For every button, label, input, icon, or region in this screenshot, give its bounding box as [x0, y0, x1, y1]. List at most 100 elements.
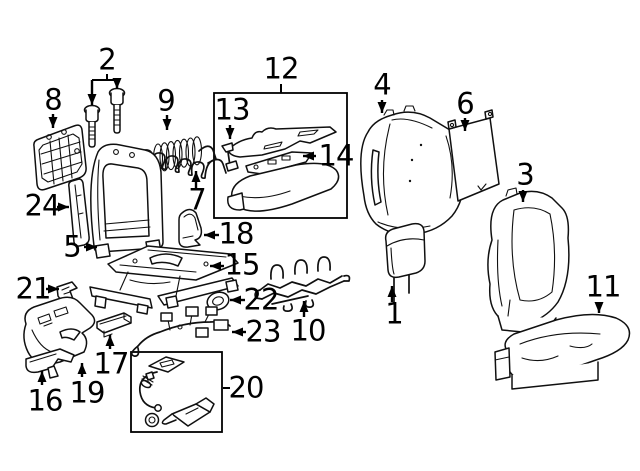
part-heater-element-drawing: [245, 151, 313, 175]
part-cushion-frame-bracket-drawing-shape: [221, 142, 234, 153]
part-adjuster-handle-knob-drawing-shape: [212, 296, 224, 306]
part-buckle-assembly-drawing-shape: [154, 404, 162, 412]
part-side-shield-drawing-shape: [59, 328, 81, 341]
part-lumbar-spring-drawing-shape: [185, 137, 196, 167]
cushion-foam-pad: [227, 162, 340, 212]
part-seat-back-board-drawing-shape: [46, 134, 52, 140]
part-seat-adjuster-track-drawing-shape: [132, 258, 138, 264]
part-buckle-assembly-drawing-shape: [195, 397, 215, 413]
part-cushion-wire-spring-drawing-shape: [259, 275, 343, 291]
part-seat-back-cover-drawing: [487, 187, 570, 335]
part-seat-back-board-drawing: [33, 124, 87, 191]
part-wiring-harness-drawing-shape: [130, 345, 140, 357]
part-front-finish-trim-drawing: [25, 348, 75, 379]
part-buckle-assembly-drawing-shape: [159, 359, 175, 368]
part-cushion-wire-spring-drawing-shape: [261, 280, 345, 300]
part-headrest-drawing-shape: [393, 273, 410, 304]
part-seat-back-cushion-drawing-shape: [377, 118, 453, 229]
part-cushion-wire-spring-drawing-shape: [271, 295, 309, 305]
part-seat-cushion-pad-drawing-shape: [519, 332, 601, 362]
bolt-right-shape: [113, 104, 121, 134]
cushion-foam-pad-shape: [227, 192, 245, 211]
part-side-trim-strip-drawing-shape: [76, 194, 84, 215]
part-seat-back-board-drawing-shape: [74, 148, 80, 154]
part-seat-adjuster-track-drawing-shape: [119, 271, 181, 297]
part-seat-adjuster-track-drawing-shape: [165, 279, 239, 309]
part-buckle-assembly-drawing-shape: [148, 356, 185, 373]
part-cushion-wire-spring-drawing-shape: [254, 274, 351, 300]
part-cushion-wire-spring-drawing-shape: [317, 256, 331, 272]
part-lumbar-spring-drawing-shape: [172, 139, 183, 169]
part-front-finish-trim-drawing-shape: [29, 353, 57, 363]
part-cushion-frame-bracket-drawing-shape: [225, 160, 239, 172]
part-seat-back-frame-drawing-shape: [94, 243, 111, 259]
part-lumbar-spring-drawing-shape: [178, 138, 190, 168]
part-front-finish-trim-drawing-shape: [25, 348, 75, 374]
part-seat-back-finish-panel-drawing-shape: [449, 122, 455, 128]
part-seat-back-finish-panel-drawing-shape: [448, 117, 500, 202]
part-seat-cushion-pad-drawing-shape: [511, 361, 599, 390]
part-seat-adjuster-track-drawing-shape: [203, 261, 209, 267]
part-seat-cushion-assembly-drawing: [221, 126, 340, 212]
part-lumbar-spring-drawing-shape: [191, 136, 203, 166]
part-seat-back-frame-drawing-shape: [113, 149, 119, 155]
part-seat-cushion-pad-drawing: [494, 313, 631, 390]
bolt-left-shape: [88, 126, 96, 140]
part-seat-cushion-assembly-drawing-shape: [263, 129, 319, 150]
part-lumbar-spring-drawing-shape: [165, 141, 177, 171]
part-seat-adjuster-track-drawing-shape: [94, 295, 149, 315]
part-seat-back-cushion-drawing-shape: [370, 149, 382, 206]
part-side-trim-strip-drawing-shape: [68, 178, 90, 247]
part-retainer-clip-drawing-shape: [61, 286, 71, 295]
part-buckle-assembly-drawing-shape: [185, 407, 199, 415]
part-seat-back-cover-drawing-shape: [505, 187, 518, 197]
part-headrest-drawing-shape: [390, 247, 395, 275]
part-seat-back-board-drawing-shape: [49, 134, 73, 185]
part-seat-back-cushion-drawing-shape: [410, 158, 414, 162]
part-headrest-drawing: [384, 222, 426, 304]
part-seat-back-finish-panel-drawing-shape: [447, 109, 494, 130]
part-seat-back-cushion-drawing-shape: [408, 179, 412, 183]
bolt-left: [83, 104, 101, 148]
part-lumbar-spring-drawing-shape: [198, 145, 217, 164]
part-seat-back-cushion-drawing-shape: [419, 143, 423, 147]
part-recliner-cover-drawing: [178, 208, 203, 248]
part-cushion-frame-bracket-drawing: [221, 142, 239, 172]
part-wiring-harness-drawing-shape: [160, 306, 229, 338]
part-cushion-wire-spring-drawing: [254, 256, 351, 312]
part-buckle-assembly-drawing-shape: [144, 412, 160, 428]
part-seat-back-frame-drawing-shape: [97, 159, 101, 241]
part-seat-adjuster-track-drawing: [89, 245, 239, 315]
bolt-left-shape: [85, 109, 99, 123]
part-heater-element-drawing-shape: [253, 164, 259, 170]
part-side-rail-trim-drawing-shape: [99, 312, 132, 325]
bolt-right: [108, 87, 126, 134]
part-seat-cushion-pad-drawing-shape: [494, 347, 511, 381]
part-heater-element-drawing-shape: [267, 155, 291, 165]
part-mounting-bolts-drawing: [83, 87, 126, 148]
part-side-shield-drawing-shape: [37, 306, 69, 325]
part-buckle-assembly-drawing-shape: [141, 375, 154, 386]
callout-leaders: [37, 74, 604, 389]
part-cushion-wire-spring-drawing-shape: [282, 299, 315, 312]
part-wiring-harness-drawing: [130, 306, 231, 357]
part-seat-back-cover-drawing-shape: [496, 239, 503, 307]
part-headrest-drawing-shape: [386, 238, 425, 247]
bolt-right-shape: [113, 109, 121, 126]
part-recliner-cover-drawing-shape: [182, 235, 194, 239]
part-buckle-assembly-drawing: [138, 356, 215, 428]
part-adjuster-handle-knob-drawing-shape: [206, 291, 230, 311]
part-seat-back-board-drawing-shape: [38, 133, 83, 183]
part-front-finish-trim-drawing-shape: [47, 365, 59, 379]
part-side-rail-trim-drawing: [96, 312, 132, 338]
part-seat-back-cover-drawing-shape: [511, 207, 556, 302]
part-heater-element-drawing-shape: [245, 151, 313, 175]
part-wiring-harness-drawing-shape: [177, 324, 183, 330]
part-cushion-wire-spring-drawing-shape: [294, 259, 308, 275]
part-cushion-wire-spring-drawing-shape: [270, 264, 284, 280]
part-headrest-drawing-shape: [384, 222, 426, 279]
part-seat-back-finish-panel-drawing: [447, 109, 500, 202]
part-seat-adjuster-track-drawing-shape: [89, 286, 153, 309]
